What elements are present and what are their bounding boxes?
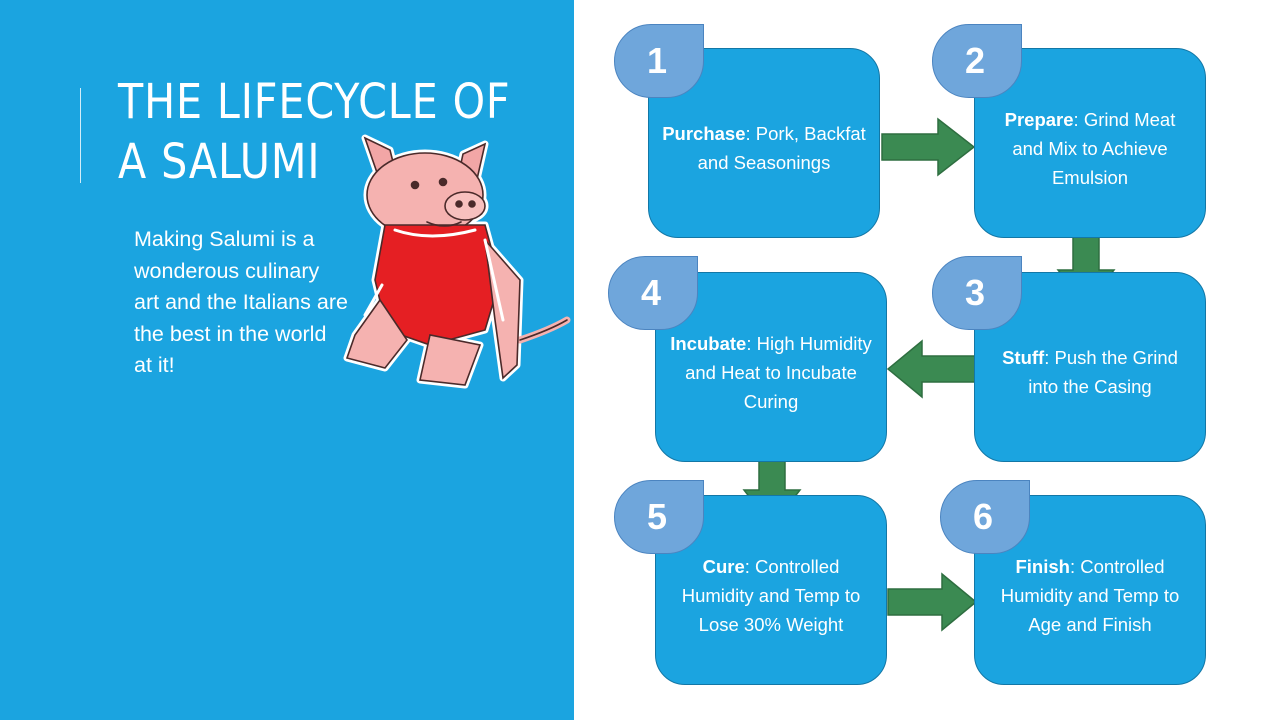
step-label: Stuff (1002, 347, 1045, 368)
step-description: : Controlled Humidity and Temp to Age an… (1000, 555, 1180, 635)
step-text: Stuff: Push the Grind into the Casing (987, 343, 1193, 401)
step-box-finish: Finish: Controlled Humidity and Temp to … (974, 495, 1206, 685)
step-label: Finish (1015, 555, 1070, 577)
step-number: 4 (640, 272, 662, 313)
step-number-badge: 1 (614, 24, 704, 98)
step-number: 5 (646, 496, 668, 537)
step-number: 6 (972, 496, 994, 537)
arrow-right-icon (881, 117, 976, 177)
step-text: Prepare: Grind Meat and Mix to Achieve E… (987, 105, 1193, 192)
title-line-1: THE LIFECYCLE OF (118, 74, 511, 130)
step-number-badge: 4 (608, 256, 698, 330)
step-number: 2 (964, 40, 986, 81)
step-box-incubate: Incubate: High Humidity and Heat to Incu… (655, 272, 887, 462)
step-text: Cure: Controlled Humidity and Temp to Lo… (668, 552, 874, 639)
title-divider (80, 88, 81, 183)
step-number-badge: 3 (932, 256, 1022, 330)
step-description: : Push the Grind into the Casing (1028, 347, 1178, 397)
step-description: : High Humidity and Heat to Incubate Cur… (685, 332, 872, 412)
step-number: 3 (964, 272, 986, 313)
step-number-badge: 2 (932, 24, 1022, 98)
step-label: Incubate (670, 332, 747, 354)
step-number: 1 (646, 40, 668, 81)
intro-text: Making Salumi is a wonderous culinary ar… (134, 227, 348, 377)
step-label: Purchase (662, 123, 746, 144)
step-box-cure: Cure: Controlled Humidity and Temp to Lo… (655, 495, 887, 685)
arrow-left-icon (886, 339, 977, 399)
step-number-badge: 6 (940, 480, 1030, 554)
step-description: : Grind Meat and Mix to Achieve Emulsion (1012, 108, 1176, 188)
step-text: Purchase: Pork, Backfat and Seasonings (661, 119, 867, 177)
step-label: Prepare (1004, 108, 1074, 130)
step-description: : Pork, Backfat and Seasonings (697, 123, 866, 173)
arrow-right-icon (887, 572, 978, 632)
pig-in-red-shirt-icon (343, 134, 571, 389)
step-description: : Controlled Humidity and Temp to Lose 3… (681, 555, 861, 635)
step-label: Cure (702, 555, 745, 577)
title-line-2: A SALUMI (118, 134, 321, 190)
step-number-badge: 5 (614, 480, 704, 554)
step-text: Incubate: High Humidity and Heat to Incu… (668, 329, 874, 416)
step-text: Finish: Controlled Humidity and Temp to … (987, 552, 1193, 639)
